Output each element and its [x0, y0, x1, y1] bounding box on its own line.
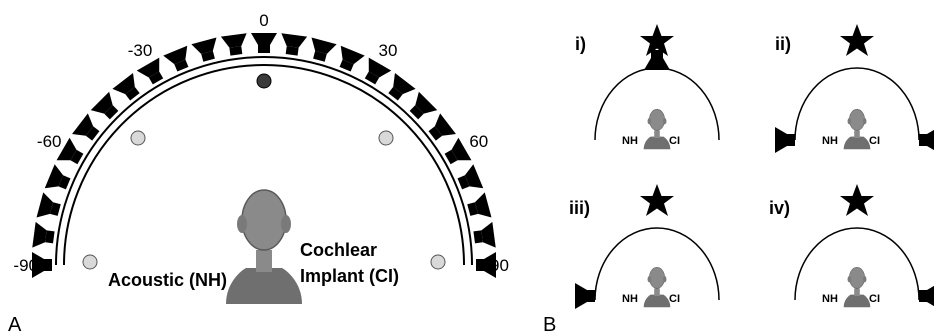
small-head — [843, 109, 871, 150]
ci-label-line1: Cochlear — [300, 240, 377, 260]
left-speaker — [575, 283, 595, 309]
condition-iv: iv) NH CI — [769, 184, 934, 309]
condition-ii: ii) NH CI — [775, 24, 934, 153]
angle-label: 0 — [259, 11, 268, 30]
condition-numeral: iii) — [569, 198, 590, 218]
speaker-icon — [32, 221, 56, 251]
nh-label: NH — [822, 135, 838, 147]
condition-numeral: ii) — [775, 34, 791, 54]
ci-label: CI — [869, 135, 880, 147]
nh-label: NH — [622, 293, 638, 305]
panel-b: i) NH CI ii) NH CI iii) NH — [543, 24, 934, 334]
small-head — [643, 109, 671, 150]
speaker-icon — [278, 33, 308, 57]
star-icon — [840, 184, 874, 216]
masker-dot-far-right — [430, 254, 446, 270]
small-head — [843, 267, 871, 308]
listener-head — [225, 189, 303, 305]
right-speaker — [919, 127, 934, 153]
ci-label: CI — [669, 135, 680, 147]
star-icon — [640, 24, 674, 56]
panel-letter-a: A — [8, 314, 22, 334]
angle-label: -30 — [128, 41, 153, 60]
ci-label-line2: Implant (CI) — [300, 266, 399, 286]
speaker-icon — [220, 33, 250, 57]
left-speaker — [775, 127, 795, 153]
nh-label: NH — [622, 135, 638, 147]
speaker-icon — [36, 192, 63, 223]
masker-dot-left — [130, 130, 146, 146]
listening-arc — [594, 67, 720, 141]
speaker-icon — [424, 113, 456, 147]
angle-label: -60 — [37, 132, 62, 151]
masker-dot-right — [378, 130, 394, 146]
condition-numeral: iv) — [769, 198, 790, 218]
angle-label: -90 — [13, 256, 38, 275]
condition-iii: iii) NH CI — [569, 184, 720, 309]
right-speaker — [919, 283, 934, 309]
target-dot — [256, 73, 272, 89]
speaker-icon — [72, 113, 104, 147]
angle-label: 60 — [469, 132, 488, 151]
speaker-icon — [404, 91, 438, 125]
speaker-icon — [191, 37, 222, 64]
listening-arc — [594, 227, 720, 301]
speaker-icon — [382, 73, 416, 105]
star-icon — [840, 24, 874, 56]
masker-dot-far-left — [82, 254, 98, 270]
listening-arc — [794, 67, 920, 141]
ci-label: CI — [869, 293, 880, 305]
angle-label: 30 — [379, 41, 398, 60]
listening-arc — [794, 227, 920, 301]
angle-labels: -90 -60 -30 0 30 60 90 — [13, 11, 509, 275]
speaker-icon — [112, 73, 146, 105]
condition-i: i) NH CI — [575, 24, 720, 150]
speaker-icon — [251, 33, 277, 53]
speaker-icon — [465, 192, 492, 223]
nh-label: NH — [822, 293, 838, 305]
acoustic-label: Acoustic (NH) — [108, 270, 227, 290]
speaker-icon — [472, 221, 496, 251]
ci-label: CI — [669, 293, 680, 305]
listening-arc-inner — [63, 64, 465, 266]
listening-arc-outer — [55, 56, 473, 266]
star-icon — [640, 184, 674, 216]
speaker-icon — [90, 91, 124, 125]
small-head — [643, 267, 671, 308]
speaker-icon — [306, 37, 337, 64]
condition-numeral: i) — [575, 34, 586, 54]
panel-letter-b: B — [543, 314, 556, 334]
angle-label: 90 — [490, 256, 509, 275]
